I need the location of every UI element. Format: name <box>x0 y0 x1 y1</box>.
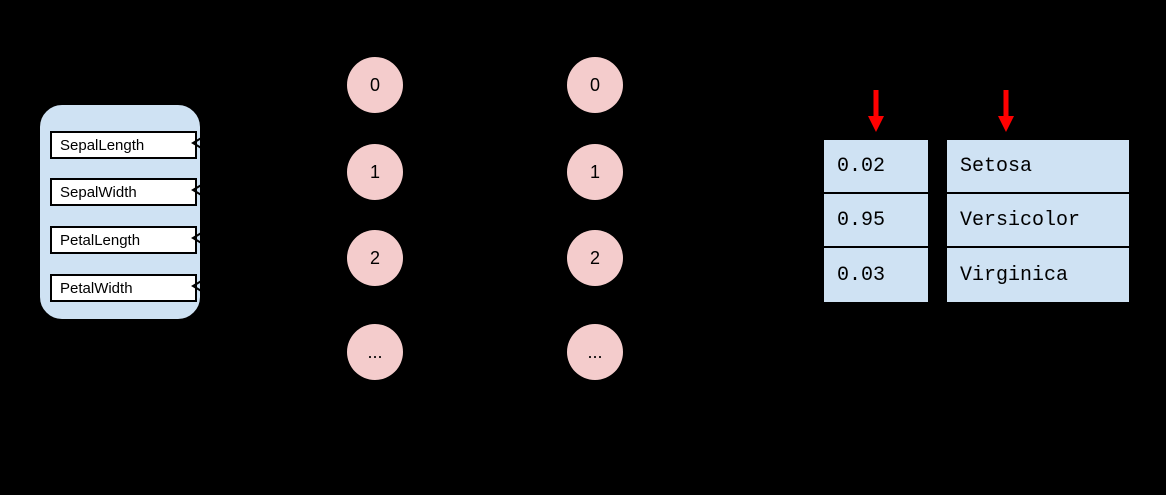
hidden-layer-1-node-2: 2 <box>347 230 403 286</box>
class-name: Virginica <box>960 263 1069 287</box>
node-label: 2 <box>369 247 380 268</box>
feature-label: SepalLength <box>60 136 145 154</box>
node-label: 2 <box>589 247 600 268</box>
probability-value: 0.03 <box>837 263 886 287</box>
red-down-arrow-icon <box>868 90 884 132</box>
hidden-layer-1-node-ellipsis: ... <box>347 324 403 380</box>
feature-box-petal-width: PetalWidth <box>50 274 197 302</box>
node-label: 1 <box>369 161 380 182</box>
feature-label: SepalWidth <box>60 183 137 201</box>
class-table: Setosa Versicolor Virginica <box>945 138 1131 304</box>
feature-label: PetalLength <box>60 231 141 249</box>
hidden-layer-1-node-0: 0 <box>347 57 403 113</box>
class-cell: Setosa <box>947 140 1129 194</box>
class-name: Versicolor <box>960 208 1081 232</box>
input-feature-panel: SepalLength SepalWidth PetalLength Petal… <box>38 103 202 321</box>
node-label: 0 <box>589 74 600 95</box>
hidden-layer-1-node-1: 1 <box>347 144 403 200</box>
probability-value: 0.02 <box>837 154 886 178</box>
feature-box-sepal-width: SepalWidth <box>50 178 197 206</box>
left-arrowhead-icon <box>191 136 204 150</box>
left-arrowhead-icon <box>191 231 204 245</box>
hidden-layer-2-node-ellipsis: ... <box>567 324 623 380</box>
node-label: 0 <box>369 74 380 95</box>
hidden-layer-2-node-1: 1 <box>567 144 623 200</box>
red-down-arrow-icon <box>998 90 1014 132</box>
probability-cell: 0.02 <box>824 140 928 194</box>
class-cell: Versicolor <box>947 194 1129 248</box>
left-arrowhead-icon <box>191 279 204 293</box>
probability-cell: 0.03 <box>824 248 928 302</box>
probability-table: 0.02 0.95 0.03 <box>822 138 930 304</box>
probability-cell: 0.95 <box>824 194 928 248</box>
node-label: ... <box>367 341 383 362</box>
feature-box-petal-length: PetalLength <box>50 226 197 254</box>
class-name: Setosa <box>960 154 1033 178</box>
hidden-layer-2-node-0: 0 <box>567 57 623 113</box>
node-label: 1 <box>589 161 600 182</box>
feature-label: PetalWidth <box>60 279 133 297</box>
feature-box-sepal-length: SepalLength <box>50 131 197 159</box>
node-label: ... <box>587 341 603 362</box>
left-arrowhead-icon <box>191 183 204 197</box>
class-cell: Virginica <box>947 248 1129 302</box>
probability-value: 0.95 <box>837 208 886 232</box>
hidden-layer-2-node-2: 2 <box>567 230 623 286</box>
